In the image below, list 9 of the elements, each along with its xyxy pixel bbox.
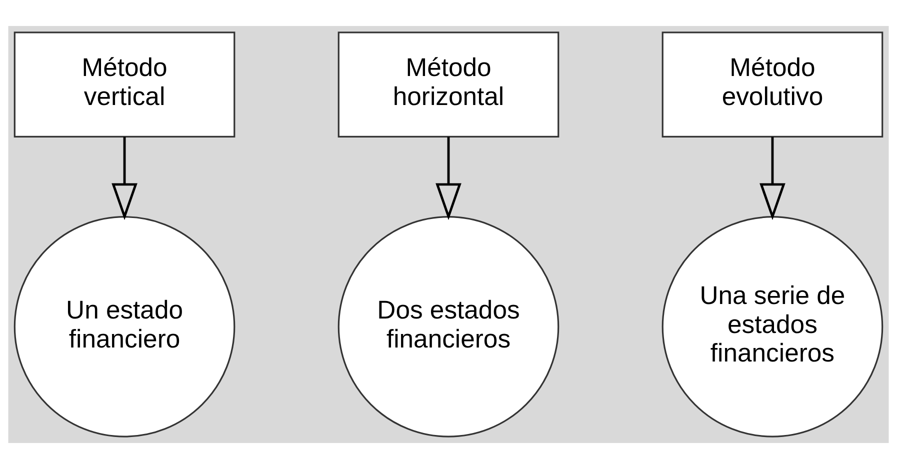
node-box: Método evolutivo [662, 32, 884, 138]
node-circle: Un estado financiero [14, 216, 236, 438]
arrow [436, 136, 462, 220]
node-circle: Una serie de estados financieros [662, 216, 884, 438]
node-box: Método vertical [14, 32, 236, 138]
arrow [112, 136, 138, 220]
node-circle: Dos estados financieros [338, 216, 560, 438]
arrow [760, 136, 786, 220]
node-box: Método horizontal [338, 32, 560, 138]
